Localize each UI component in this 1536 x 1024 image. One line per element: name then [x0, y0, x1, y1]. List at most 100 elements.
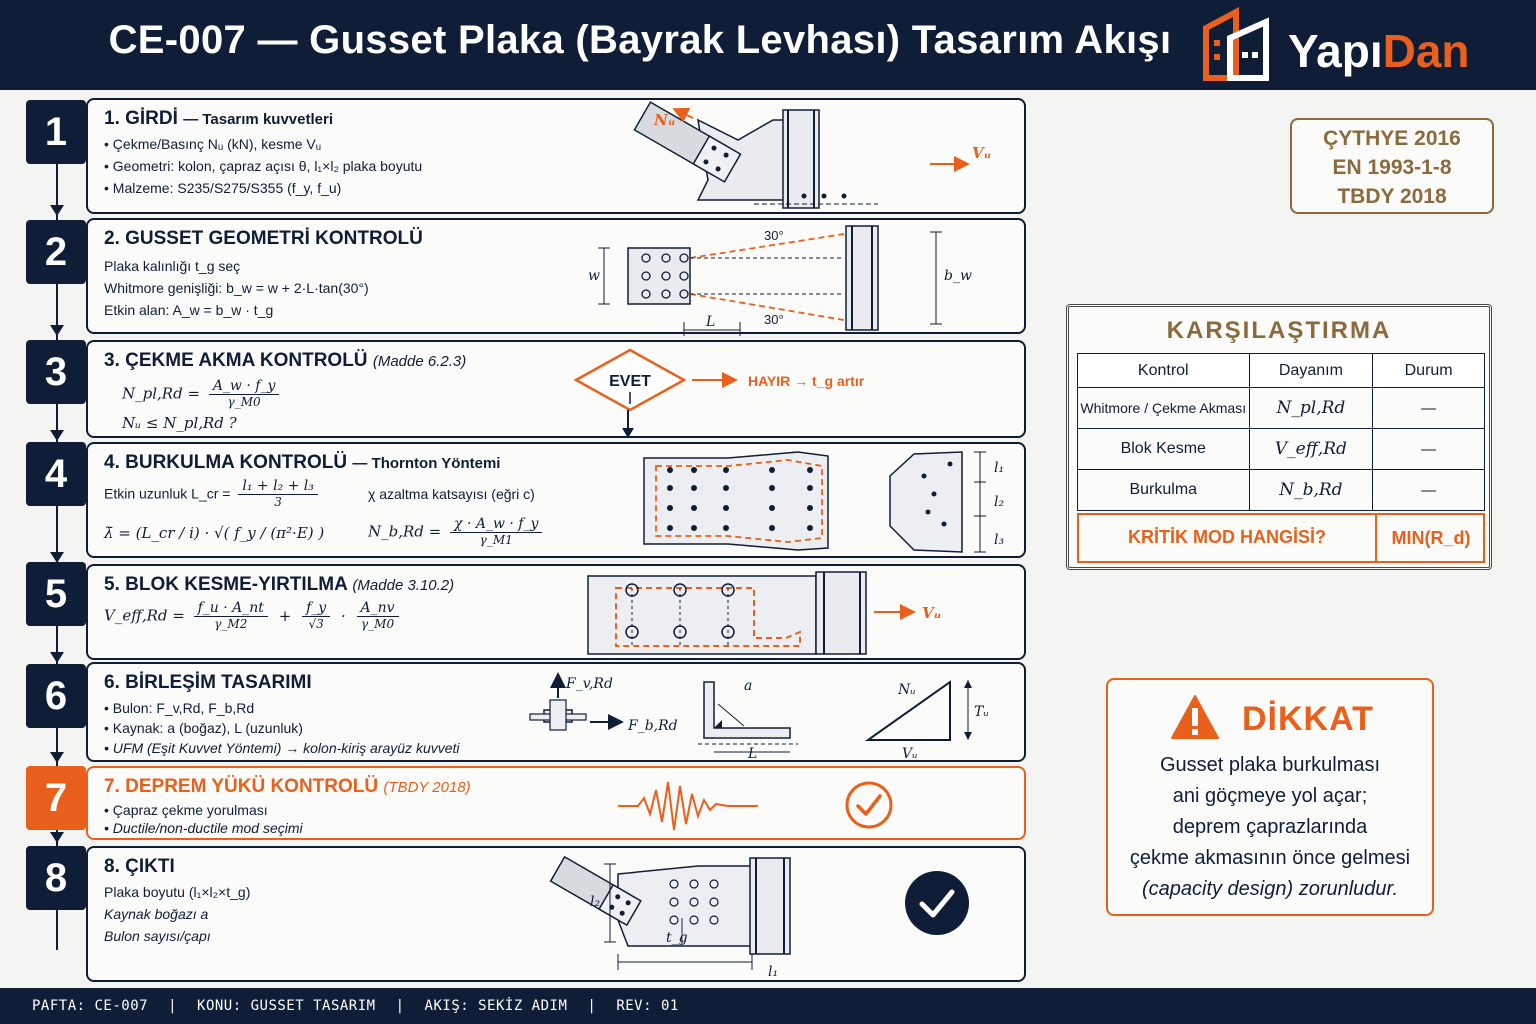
buckling-diagram: l₁ l₂ l₃	[643, 451, 1004, 553]
formula-lcr: Etkin uzunluk L_cr = l₁ + l₂ + l₃ 3	[104, 478, 318, 509]
step-title: 8. ÇIKTI	[104, 856, 175, 877]
step-5-block-shear: 5. BLOK KESME-YIRTILMA (Madde 3.10.2) V_…	[86, 564, 1026, 660]
step-2-geometry: 2. GUSSET GEOMETRİ KONTROLÜ Plaka kalınl…	[86, 218, 1026, 336]
table-header: Kontrol Dayanım Durum	[1077, 353, 1485, 388]
block-shear-diagram: Vᵤ	[587, 571, 941, 655]
svg-text:w: w	[588, 268, 600, 284]
footer-pafta: PAFTA: CE-007	[32, 998, 149, 1014]
header-bar: CE-007 — Gusset Plaka (Bayrak Levhası) T…	[0, 0, 1536, 90]
step-title: 2. GUSSET GEOMETRİ KONTROLÜ	[104, 228, 423, 249]
step-7-seismic: 7. DEPREM YÜKÜ KONTROLÜ (TBDY 2018) • Ça…	[86, 766, 1026, 840]
table-row: Whitmore / Çekme Akması N_pl,Rd —	[1077, 387, 1485, 429]
footer-konu: KONU: GUSSET TASARIM	[197, 998, 376, 1014]
svg-text:Vᵤ: Vᵤ	[902, 746, 918, 762]
footer-rev: REV: 01	[616, 998, 679, 1014]
check-circle-icon	[845, 781, 893, 829]
step-title: 4. BURKULMA KONTROLÜ — Thornton Yöntemi	[104, 452, 501, 473]
down-arrow-icon	[622, 410, 634, 438]
comparison-table: Kontrol Dayanım Durum Whitmore / Çekme A…	[1077, 353, 1485, 511]
step-line: Plaka kalınlığı t_g seç	[104, 258, 241, 274]
svg-text:b_w: b_w	[944, 268, 972, 284]
seismic-wave-icon	[618, 781, 758, 831]
flow-arrow-icon	[50, 552, 64, 563]
standard-code: TBDY 2018	[1337, 185, 1447, 208]
step-line: • Çapraz çekme yorulması	[104, 802, 268, 818]
table-cell: —	[1372, 428, 1485, 470]
footer-akis: AKIŞ: SEKİZ ADIM	[424, 998, 568, 1014]
header-cell: Durum	[1372, 353, 1485, 388]
step-line: Kaynak boğazı a	[104, 906, 209, 922]
svg-text:Nᵤ: Nᵤ	[653, 111, 676, 129]
standards-box: ÇYTHYE 2016 EN 1993-1-8 TBDY 2018	[1290, 118, 1494, 214]
table-cell: Whitmore / Çekme Akması	[1077, 387, 1250, 429]
table-cell: Burkulma	[1077, 469, 1250, 511]
step-line: • Bulon: F_v,Rd, F_b,Rd	[104, 700, 255, 716]
svg-text:l₂: l₂	[590, 894, 600, 910]
logo: YapıDan	[1196, 7, 1526, 84]
footer-bar: PAFTA: CE-007|KONU: GUSSET TASARIM|AKIŞ:…	[0, 988, 1536, 1024]
table-cell: N_b,Rd	[1248, 469, 1374, 511]
page-title: CE-007 — Gusset Plaka (Bayrak Levhası) T…	[108, 18, 1172, 62]
svg-text:l₃: l₃	[994, 532, 1004, 548]
step-number-2: 2	[26, 220, 86, 284]
step-number-7: 7	[26, 766, 86, 830]
svg-text:HAYIR → t_g artır: HAYIR → t_g artır	[748, 373, 865, 389]
critical-min: MIN(R_d)	[1375, 515, 1485, 561]
building-logo-icon	[1203, 7, 1269, 81]
svg-text:30°: 30°	[764, 312, 784, 327]
warning-box: DİKKAT Gusset plaka burkulması ani göçme…	[1106, 678, 1434, 916]
svg-text:F_v,Rd: F_v,Rd	[565, 676, 613, 692]
formula-nbrd: N_b,Rd = χ · A_w · f_y γ_M1	[368, 516, 543, 547]
flow-arrow-icon	[50, 832, 64, 843]
svg-text:EVET: EVET	[609, 373, 651, 390]
step-number-1: 1	[26, 100, 86, 164]
svg-text:Nᵤ: Nᵤ	[897, 682, 916, 698]
gusset-connection-diagram: Nᵤ Vᵤ	[633, 101, 991, 209]
svg-text:Vᵤ: Vᵤ	[922, 604, 941, 622]
flow-arrow-icon	[50, 652, 64, 663]
step-line: χ azaltma katsayısı (eğri c)	[368, 486, 535, 502]
header-cell: Dayanım	[1248, 353, 1374, 388]
step-line: Bulon sayısı/çapı	[104, 928, 211, 944]
formula-npl: N_pl,Rd = A_w · f_y γ_M0	[122, 378, 280, 409]
step-title: 3. ÇEKME AKMA KONTROLÜ (Madde 6.2.3)	[104, 350, 467, 371]
step-line: Whitmore genişliği: b_w = w + 2·L·tan(30…	[104, 280, 369, 296]
svg-text:L: L	[747, 746, 757, 762]
svg-text:t_g: t_g	[666, 930, 688, 946]
table-row: Burkulma N_b,Rd —	[1077, 469, 1485, 511]
step-title: 5. BLOK KESME-YIRTILMA (Madde 3.10.2)	[104, 574, 455, 595]
bolt-weld-diagram: F_v,Rd F_b,Rd a L Nᵤ Tᵤ Vᵤ	[529, 672, 989, 762]
step-4-buckling: 4. BURKULMA KONTROLÜ — Thornton Yöntemi …	[86, 442, 1026, 558]
svg-text:30°: 30°	[764, 228, 784, 243]
step-8-output: 8. ÇIKTI Plaka boyutu (l₁×l₂×t_g) Kaynak…	[86, 846, 1026, 982]
standard-code: EN 1993-1-8	[1332, 156, 1452, 179]
step-number-3: 3	[26, 340, 86, 404]
step-3-tension-yield: 3. ÇEKME AKMA KONTROLÜ (Madde 6.2.3) N_p…	[86, 340, 1026, 438]
step-number-4: 4	[26, 442, 86, 506]
flow-arrow-icon	[50, 205, 64, 216]
step-6-connection: 6. BİRLEŞİM TASARIMI • Bulon: F_v,Rd, F_…	[86, 662, 1026, 762]
critical-mode-row: KRİTİK MOD HANGİSİ? MIN(R_d)	[1077, 513, 1485, 563]
table-cell: Blok Kesme	[1077, 428, 1250, 470]
flow-arrow-icon	[50, 752, 64, 763]
header-cell: Kontrol	[1077, 353, 1250, 388]
warning-text: Gusset plaka burkulması ani göçmeye yol …	[1129, 754, 1411, 900]
step-line: • UFM (Eşit Kuvvet Yöntemi) → kolon-kiri…	[104, 740, 460, 756]
svg-text:l₂: l₂	[994, 494, 1004, 510]
decision-diamond: EVET HAYIR → t_g artır	[573, 348, 865, 412]
table-cell: N_pl,Rd	[1248, 387, 1374, 429]
formula-veff: V_eff,Rd = f_u · A_nt γ_M2 + f_y √3 · A_…	[104, 600, 399, 631]
step-1-input: 1. GİRDİ — Tasarım kuvvetleri • Çekme/Ba…	[86, 98, 1026, 214]
warning-title: DİKKAT	[1242, 700, 1374, 738]
step-line: • Kaynak: a (boğaz), L (uzunluk)	[104, 720, 303, 736]
table-row: Blok Kesme V_eff,Rd —	[1077, 428, 1485, 470]
formula-lambda: λ̄ = (L_cr / i) · √( f_y / (π²·E) )	[104, 524, 325, 542]
whitmore-width-diagram: w b_w L 30° 30°	[588, 225, 972, 336]
critical-question: KRİTİK MOD HANGİSİ?	[1128, 527, 1326, 547]
step-number-8: 8	[26, 846, 86, 910]
comparison-title: KARŞILAŞTIRMA	[1166, 317, 1392, 344]
flow-arrow-icon	[50, 430, 64, 441]
step-title: 7. DEPREM YÜKÜ KONTROLÜ (TBDY 2018)	[104, 776, 471, 797]
svg-text:L: L	[705, 314, 715, 330]
svg-text:Tᵤ: Tᵤ	[974, 704, 989, 720]
